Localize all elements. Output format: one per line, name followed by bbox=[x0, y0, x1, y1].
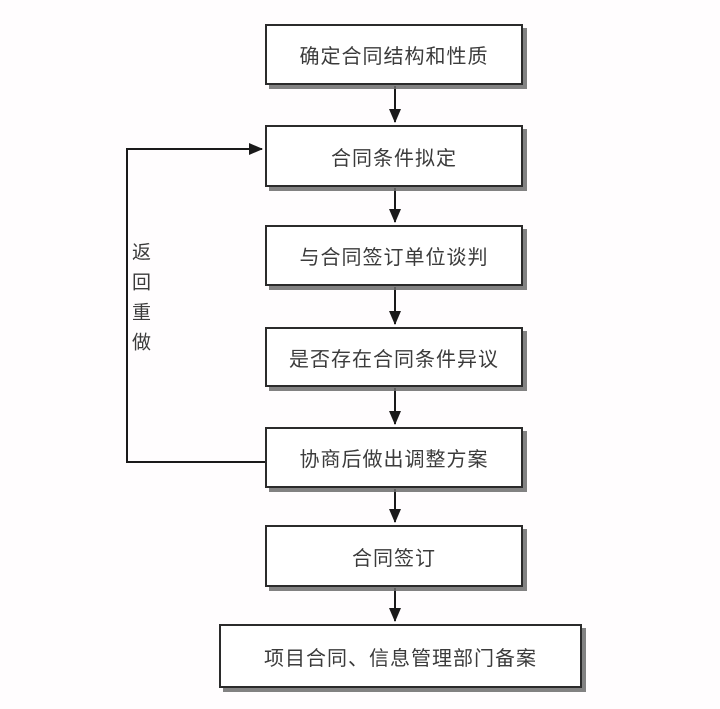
flow-node-label: 与合同签订单位谈判 bbox=[299, 245, 489, 269]
feedback-loop-label: 返回重做 bbox=[129, 242, 151, 362]
flow-node-filing: 项目合同、信息管理部门备案 bbox=[219, 624, 582, 688]
flow-node-contract-signing: 合同签订 bbox=[265, 525, 523, 587]
flow-node-label: 合同条件拟定 bbox=[331, 145, 457, 170]
flow-node-label: 项目合同、信息管理部门备案 bbox=[264, 645, 537, 670]
flow-node-label: 确定合同结构和性质 bbox=[299, 44, 489, 68]
flow-node-objection-check: 是否存在合同条件异议 bbox=[265, 327, 523, 387]
flow-node-negotiate-unit: 与合同签订单位谈判 bbox=[265, 225, 523, 286]
flow-node-label: 协商后做出调整方案 bbox=[299, 447, 489, 471]
flow-node-label: 是否存在合同条件异议 bbox=[289, 346, 499, 371]
flow-node-draft-conditions: 合同条件拟定 bbox=[265, 125, 523, 187]
flow-node-label: 合同签订 bbox=[352, 545, 436, 570]
flow-node-determine-structure: 确定合同结构和性质 bbox=[265, 24, 523, 85]
flow-node-adjustment-plan: 协商后做出调整方案 bbox=[265, 427, 523, 488]
